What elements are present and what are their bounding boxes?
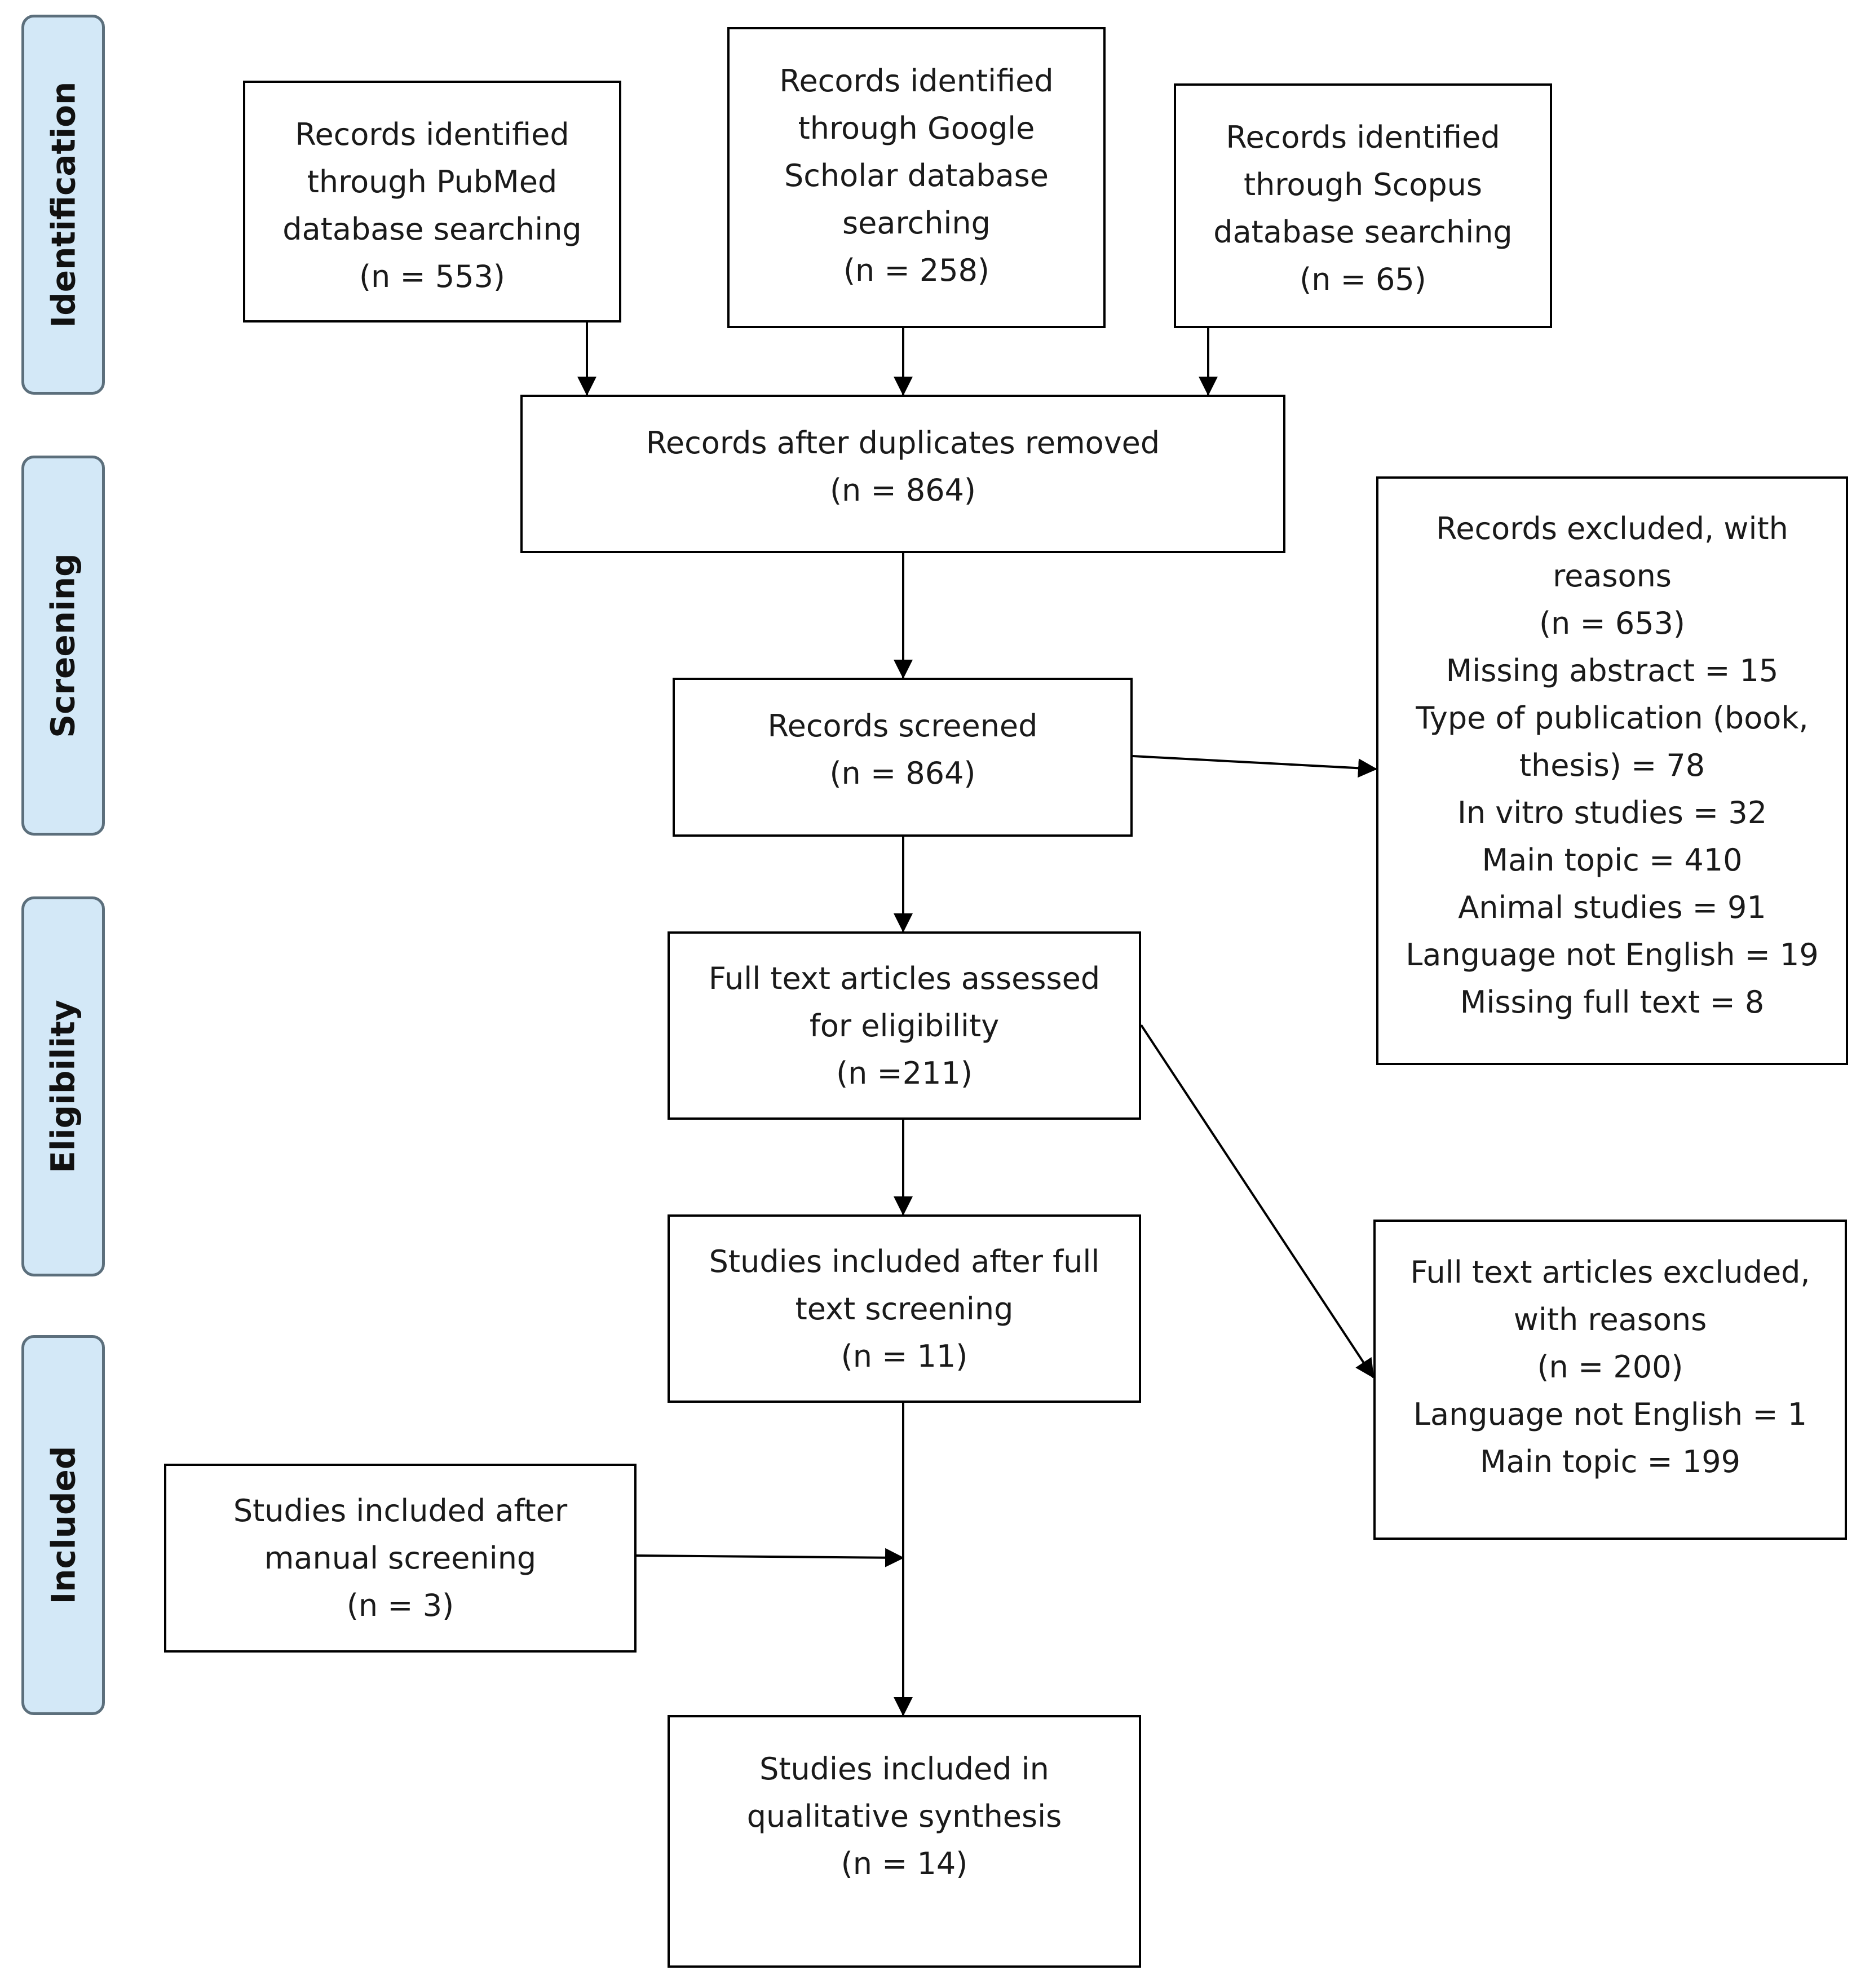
box-text-line: database searching <box>282 211 582 247</box>
box-text-line: qualitative synthesis <box>746 1799 1062 1834</box>
box-full-text-excluded: Full text articles excluded, with reason… <box>1373 1220 1847 1540</box>
box-count: (n = 11) <box>841 1338 968 1374</box>
box-text-line: Missing abstract = 15 <box>1446 653 1779 688</box>
box-text-line: with reasons <box>1513 1302 1707 1337</box>
box-text-line: Studies included in <box>759 1751 1049 1787</box>
box-text-line: Records identified <box>1226 120 1500 155</box>
box-pubmed-records: Records identified through PubMed databa… <box>243 81 621 323</box>
box-text-line: Full text articles assessed <box>708 961 1101 996</box>
stage-tab-identification: Identification <box>21 15 105 395</box>
box-text-line: Main topic = 410 <box>1482 842 1743 878</box>
box-count: (n = 553) <box>359 259 505 294</box>
box-text-line: Type of publication (book, <box>1416 700 1809 736</box>
box-count: (n = 258) <box>843 253 989 288</box>
box-text-line: searching <box>842 205 991 241</box>
box-duplicates-removed: Records after duplicates removed (n = 86… <box>520 395 1285 553</box>
box-text-line: through PubMed <box>307 164 558 200</box>
box-included-after-full-text: Studies included after full text screeni… <box>668 1214 1141 1403</box>
box-text-line: manual screening <box>264 1540 537 1576</box>
box-count: (n =211) <box>836 1055 973 1091</box>
box-records-excluded: Records excluded, with reasons (n = 653)… <box>1376 476 1848 1065</box>
box-text-line: for eligibility <box>809 1008 1000 1044</box>
box-text-line: Records identified <box>779 63 1054 99</box>
box-text-line: reasons <box>1553 558 1672 594</box>
box-count: (n = 200) <box>1537 1349 1683 1385</box>
box-text-line: Records screened <box>767 708 1038 744</box>
stage-tab-included: Included <box>21 1335 105 1715</box>
arrow-screened-to-excluded <box>1132 755 1377 778</box>
box-text-line: Records identified <box>295 117 569 152</box>
box-text-line: through Scopus <box>1244 167 1482 202</box>
arrow-manual-to-main-line <box>636 1548 904 1567</box>
box-text-line: Records after duplicates removed <box>646 425 1160 461</box>
box-text-line: thesis) = 78 <box>1519 748 1705 783</box>
box-full-text-assessed: Full text articles assessed for eligibil… <box>668 931 1141 1120</box>
box-text-line: Records excluded, with <box>1436 511 1788 546</box>
box-text-line: text screening <box>795 1291 1014 1327</box>
box-text-line: Main topic = 199 <box>1480 1444 1740 1479</box>
box-text-line: In vitro studies = 32 <box>1457 795 1767 830</box>
stage-tab-eligibility: Eligibility <box>21 896 105 1276</box>
box-count: (n = 65) <box>1300 262 1426 297</box>
box-count: (n = 14) <box>841 1846 968 1881</box>
box-text-line: Studies included after <box>233 1493 568 1528</box>
box-records-screened: Records screened (n = 864) <box>673 678 1133 837</box>
box-count: (n = 864) <box>829 756 976 791</box>
box-text-line: Scholar database <box>784 158 1049 193</box>
box-text-line: through Google <box>798 111 1035 146</box>
box-count: (n = 3) <box>346 1588 454 1623</box>
box-text-line: Language not English = 1 <box>1413 1397 1807 1432</box>
box-text-line: Animal studies = 91 <box>1458 890 1766 925</box>
box-scopus-records: Records identified through Scopus databa… <box>1174 83 1552 328</box>
box-qualitative-synthesis: Studies included in qualitative synthesi… <box>668 1715 1141 1968</box>
box-google-scholar-records: Records identified through Google Schola… <box>727 27 1106 328</box>
box-text-line: Studies included after full <box>709 1244 1100 1279</box>
box-manual-screening: Studies included after manual screening … <box>164 1464 637 1653</box>
box-text-line: Missing full text = 8 <box>1460 984 1765 1020</box>
box-count: (n = 864) <box>829 472 976 508</box>
box-count: (n = 653) <box>1539 606 1685 641</box>
box-text-line: Full text articles excluded, <box>1410 1254 1810 1290</box>
stage-tab-screening: Screening <box>21 456 105 836</box>
box-text-line: Language not English = 19 <box>1406 937 1819 973</box>
box-text-line: database searching <box>1213 214 1513 250</box>
arrow-assessed-to-fulltext-excluded <box>1140 1024 1375 1379</box>
